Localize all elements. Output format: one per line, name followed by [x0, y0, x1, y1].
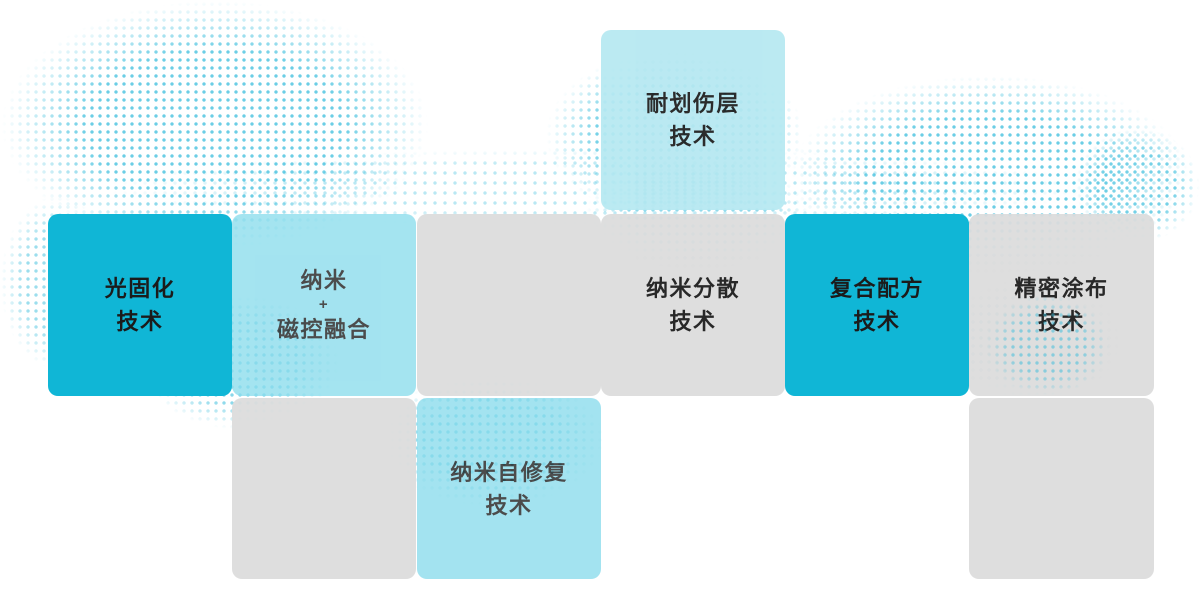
tile-label-line: 技术 — [669, 124, 717, 149]
tile-label-line: 技术 — [853, 309, 901, 334]
tile-label-line: 纳米自修复 — [450, 459, 568, 485]
tile-scratch-resistant: 耐划伤层 技术 — [601, 30, 785, 210]
plus-symbol: + — [318, 295, 330, 313]
tile-label-line: 技术 — [116, 309, 164, 334]
tile-nano-dispersion: 纳米分散 技术 — [601, 214, 785, 396]
tile-label-line: 复合配方 — [829, 276, 924, 301]
tile-empty-1 — [417, 214, 601, 396]
tile-label-line: 耐划伤层 — [645, 91, 740, 116]
tile-label-line: 纳米分散 — [645, 276, 740, 301]
tile-label-line: 技术 — [485, 492, 533, 518]
tile-composite-formula: 复合配方 技术 — [785, 214, 969, 396]
tile-label-line: 技术 — [669, 309, 717, 334]
tile-nano-self-healing: 纳米自修复 技术 — [417, 398, 601, 579]
tile-label-line: 纳米 — [300, 267, 348, 293]
world-map-dots-overlay-cluster — [985, 295, 1110, 395]
tile-label-line: 磁控融合 — [276, 317, 371, 343]
tile-label-line: 光固化 — [104, 276, 176, 301]
tile-uv-curing: 光固化 技术 — [48, 214, 232, 396]
tile-nano-magnetron-fusion: 纳米 + 磁控融合 — [232, 214, 416, 396]
tile-empty-2 — [232, 398, 416, 579]
tile-empty-3 — [969, 398, 1154, 579]
